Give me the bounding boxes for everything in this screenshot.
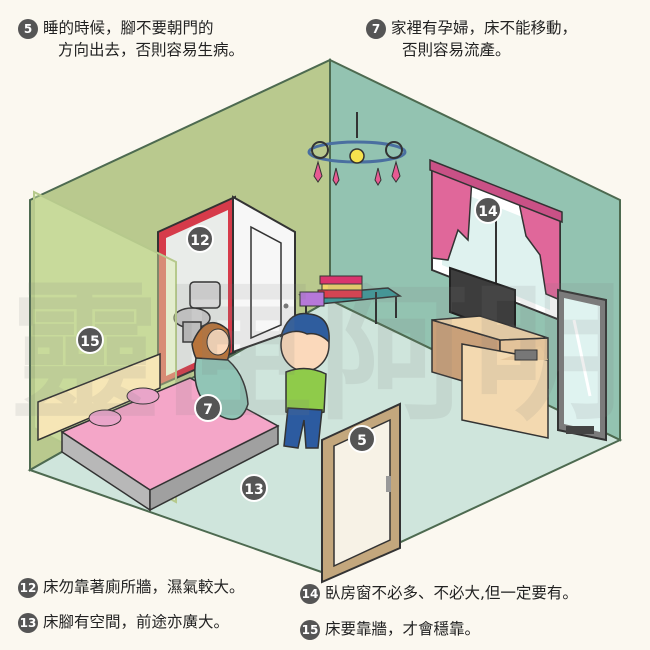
curtains (429, 158, 563, 302)
standing-mirror (557, 288, 607, 442)
tv-cabinet (431, 315, 549, 439)
marker-13: 13 (240, 474, 268, 502)
number-badge: 5 (18, 18, 38, 39)
number-badge: 12 (18, 577, 38, 598)
stack-of-books (299, 275, 363, 307)
number-badge: 13 (18, 612, 38, 633)
bedroom-door (321, 402, 401, 584)
toilet (173, 281, 221, 343)
number-badge: 15 (300, 619, 320, 640)
marker-7: 7 (194, 394, 222, 422)
boy (279, 312, 330, 449)
marker-15: 15 (76, 326, 104, 354)
watermark: 靈匣阿明 (10, 267, 627, 441)
marker-12: 12 (186, 225, 214, 253)
number-badge: 14 (300, 583, 320, 604)
marker-14: 14 (474, 196, 502, 224)
number-badge: 7 (366, 18, 386, 39)
marker-5: 5 (348, 425, 376, 453)
chandelier (307, 112, 407, 186)
floor (27, 298, 623, 577)
